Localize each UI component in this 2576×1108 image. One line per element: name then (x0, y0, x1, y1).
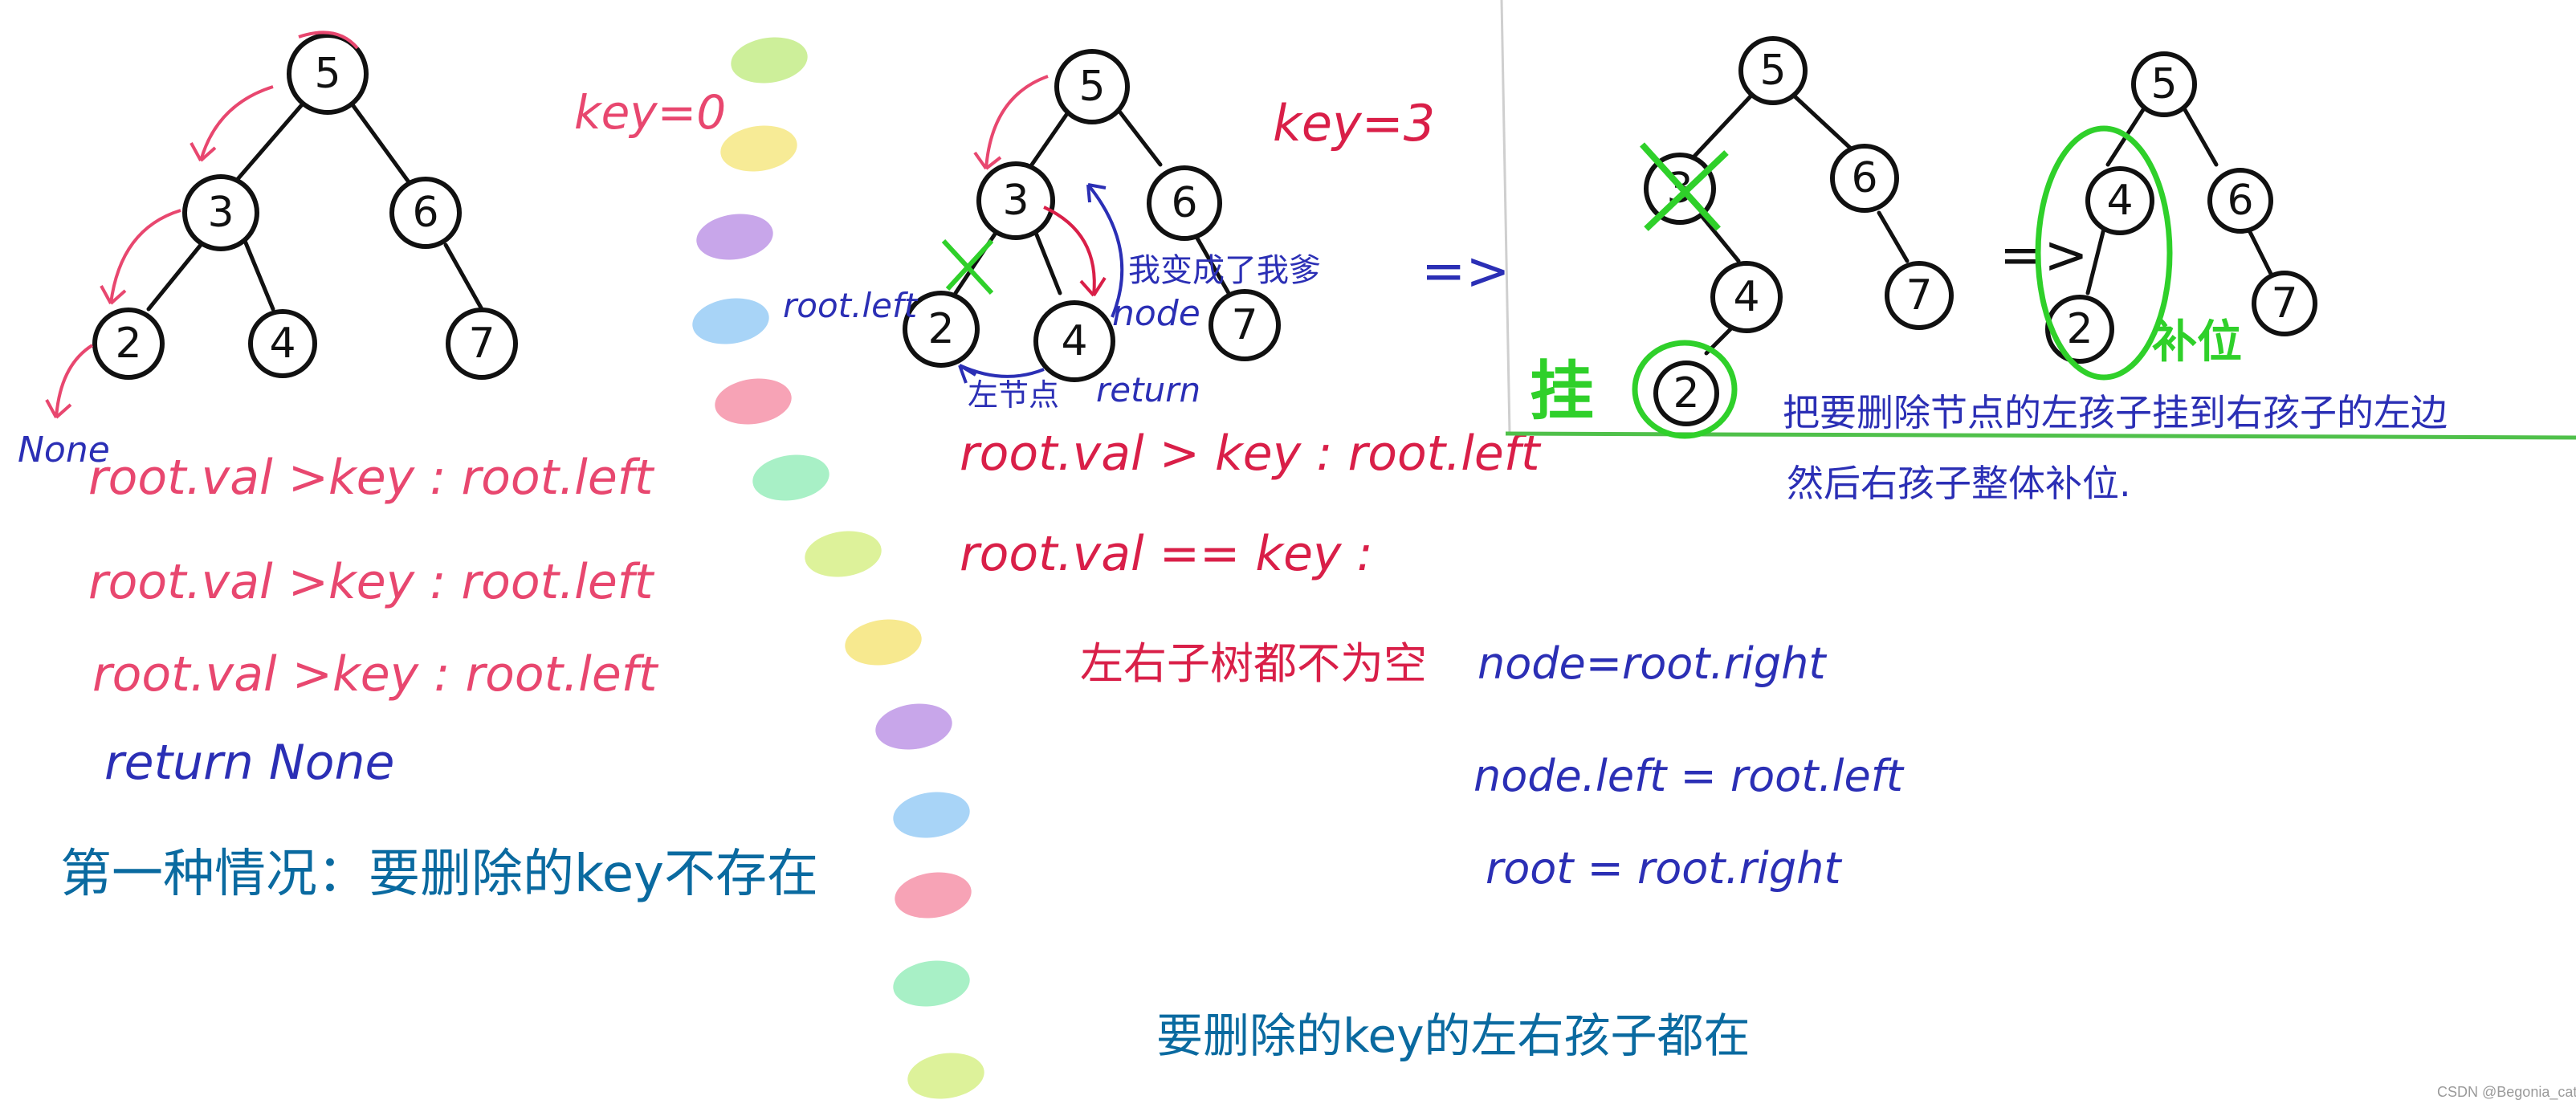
key-label: key=3 (1273, 94, 1435, 153)
middle-tree: 5 3 6 2 4 7 (903, 49, 1281, 382)
color-swatch (893, 792, 970, 838)
tree-node-left: 3 (976, 161, 1055, 240)
tree-before: 5 3 6 4 7 2 挂 (1530, 36, 1954, 439)
tree-node-right: 6 (2207, 168, 2273, 234)
none-label: None (18, 430, 110, 470)
return-line: return None (104, 735, 394, 791)
tree-node-left-right: 4 (1033, 300, 1115, 382)
tree-node-left: 3 (182, 174, 259, 251)
svg-text:2: 2 (2066, 305, 2093, 353)
tree-node-right-right: 7 (2252, 271, 2317, 336)
right-panel: => 5 3 6 4 7 2 挂 => 5 4 6 2 7 (1421, 0, 2576, 505)
desc-line-1: 把要删除节点的左孩子挂到右孩子的左边 (1783, 391, 2448, 434)
svg-text:7: 7 (468, 320, 495, 368)
tree-node-right-right: 7 (1885, 261, 1954, 330)
note-label: 我变成了我爹 (1128, 252, 1321, 289)
tree-node-right: 6 (1830, 144, 1899, 213)
tree-node-root: 5 (1738, 36, 1808, 105)
hang-label: 挂 (1530, 354, 1594, 429)
tree-node-left-left: 2 (92, 308, 165, 380)
svg-text:5: 5 (1759, 47, 1786, 95)
tree-node-hung: 2 (1653, 361, 1719, 426)
color-swatch (893, 960, 970, 1007)
tree-node-right: 6 (1147, 165, 1222, 241)
middle-caption: 要删除的key的左右孩子都在 (1156, 1008, 1751, 1063)
assign-line-1: node=root.right (1478, 638, 1827, 689)
tree-node-left-left: 2 (903, 291, 980, 368)
return-label: return (1096, 370, 1200, 409)
svg-text:6: 6 (1171, 179, 1197, 227)
watermark: CSDN @Begonia_cat (2437, 1084, 2576, 1101)
svg-text:3: 3 (207, 189, 234, 237)
condition-label: 左右子树都不为空 (1080, 638, 1427, 689)
tree-node-root: 5 (287, 33, 369, 115)
svg-text:7: 7 (1231, 301, 1257, 349)
svg-text:5: 5 (2150, 60, 2177, 108)
root-left-label: root.left (783, 286, 919, 325)
color-swatch (720, 125, 797, 172)
transform-arrow-2: => (1999, 224, 2089, 286)
middle-annotation-arrows (941, 75, 1124, 384)
svg-text:7: 7 (2271, 279, 2297, 328)
tree-node-left-right: 4 (248, 309, 317, 378)
left-panel: 5 3 6 2 4 7 None key=0 root.val >key : r… (18, 31, 818, 904)
svg-text:2: 2 (927, 305, 954, 353)
assign-line-2: node.left = root.left (1473, 751, 1905, 801)
tree-after: 5 4 6 2 7 补位 (2035, 51, 2317, 381)
svg-text:6: 6 (1851, 154, 1877, 202)
svg-text:7: 7 (1906, 271, 1932, 320)
assign-line-3: root = root.right (1486, 843, 1842, 894)
code-line-2: root.val == key : (960, 526, 1373, 582)
svg-text:3: 3 (1002, 177, 1029, 225)
color-swatch (692, 298, 769, 344)
svg-text:4: 4 (1061, 317, 1087, 365)
left-caption: 第一种情况：要删除的key不存在 (60, 845, 818, 904)
color-swatch (752, 454, 829, 501)
tree-node-left: 4 (2085, 166, 2154, 235)
code-line-3: root.val >key : root.left (92, 646, 659, 703)
tree-node-right-right: 7 (446, 308, 518, 380)
code-line-1: root.val >key : root.left (88, 450, 655, 506)
code-line-2: root.val >key : root.left (88, 554, 655, 610)
color-swatch (895, 872, 972, 919)
svg-text:2: 2 (1673, 369, 1699, 418)
color-swatch (805, 531, 882, 577)
color-swatch (907, 1053, 984, 1099)
svg-text:6: 6 (412, 189, 438, 237)
fill-highlight-ellipse (2035, 125, 2173, 381)
tree-node-left-left: 2 (2045, 295, 2114, 364)
left-node-label: 左节点 (968, 377, 1059, 413)
tree-node-right: 6 (389, 177, 462, 249)
svg-text:4: 4 (1733, 273, 1759, 321)
node-label: node (1112, 293, 1200, 334)
tree-node-root: 5 (2131, 51, 2197, 117)
svg-text:4: 4 (269, 320, 296, 368)
svg-text:4: 4 (2106, 177, 2133, 225)
desc-line-2: 然后右孩子整体补位. (1787, 462, 2131, 505)
color-swatch-strip (692, 37, 984, 1099)
color-swatch (845, 619, 922, 666)
code-line-1: root.val > key : root.left (960, 426, 1542, 482)
hang-highlight-circle (1632, 340, 1738, 439)
transform-arrow: => (1421, 240, 1510, 302)
tree-node-left-right: 4 (1710, 261, 1783, 333)
key-label: key=0 (574, 85, 726, 140)
svg-text:6: 6 (2227, 177, 2253, 225)
tree-node-root: 5 (1054, 49, 1130, 124)
color-swatch (875, 703, 952, 750)
delete-cross-icon (1640, 142, 1729, 231)
color-swatch (731, 37, 808, 84)
middle-panel: 5 3 6 2 4 7 key=3 root.left 我变成了我爹 node … (783, 49, 1905, 1063)
panel-border (1500, 0, 1511, 434)
color-swatch (696, 214, 773, 260)
svg-text:5: 5 (314, 50, 340, 98)
left-traversal-arrows (45, 31, 359, 419)
tree-node-right-right: 7 (1209, 289, 1281, 361)
svg-text:5: 5 (1078, 63, 1105, 111)
svg-text:2: 2 (115, 320, 141, 368)
left-tree: 5 3 6 2 4 7 (92, 33, 518, 380)
fill-label: 补位 (2152, 316, 2242, 369)
color-swatch (715, 378, 792, 425)
